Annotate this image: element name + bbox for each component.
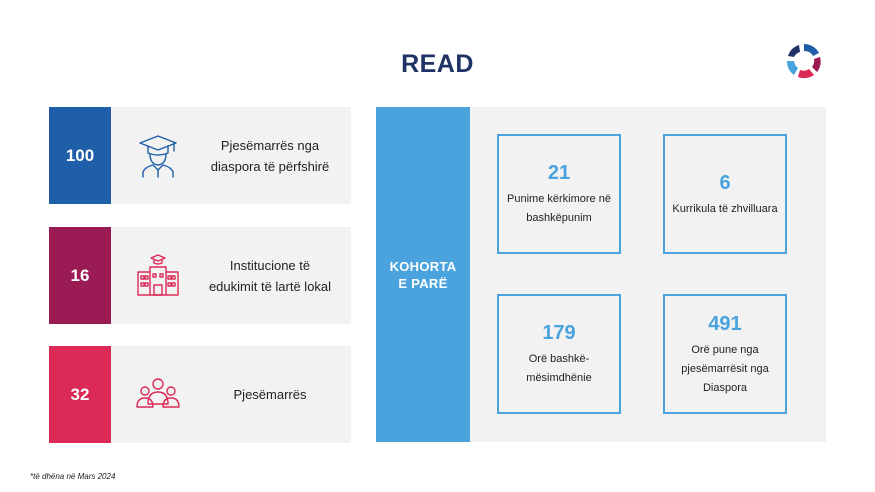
- cohort-bar: KOHORTA E PARË: [376, 107, 470, 442]
- metric-value: 179: [542, 322, 576, 344]
- stat-card-institutions: 16 Institucione të edukimit të lartë lok…: [49, 227, 351, 324]
- metric-box-curricula: 6 Kurrikula të zhvilluara: [663, 134, 787, 254]
- stat-value: 16: [49, 227, 111, 324]
- metric-label: Orë bashkë- mësimdhënie: [526, 353, 592, 384]
- metric-value: 491: [708, 312, 742, 335]
- stat-label: Pjesëmarrës nga diaspora të përfshirë: [210, 137, 330, 174]
- stat-value: 32: [49, 346, 111, 443]
- footnote: *të dhëna në Mars 2024: [30, 472, 116, 481]
- graduate-icon: [139, 135, 177, 178]
- logo-icon: [786, 44, 821, 79]
- metric-label: Punime kërkimore në bashkëpunim: [507, 193, 611, 224]
- metric-value: 6: [719, 171, 731, 194]
- metric-label: Orë pune nga pjesëmarrësit nga Diaspora: [681, 343, 769, 394]
- stat-card-diaspora-participants: 100 Pjesëmarrës nga diaspora të përfshir…: [49, 107, 351, 204]
- metric-box-work-hours: 491 Orë pune nga pjesëmarrësit nga Diasp…: [663, 294, 787, 414]
- cohort-label: KOHORTA E PARË: [389, 258, 457, 291]
- stat-label: Pjesëmarrës: [233, 387, 307, 402]
- metric-box-research-papers: 21 Punime kërkimore në bashkëpunim: [497, 134, 621, 254]
- stat-card-participants: 32 Pjesëmarrës: [49, 346, 351, 443]
- metric-value: 21: [547, 162, 571, 184]
- metric-box-coteaching-hours: 179 Orë bashkë- mësimdhënie: [497, 294, 621, 414]
- university-building-icon: [137, 254, 179, 296]
- stat-value: 100: [49, 107, 111, 204]
- metric-label: Kurrikula të zhvilluara: [672, 202, 778, 215]
- participants-group-icon: [136, 378, 180, 408]
- stat-label: Institucione të edukimit të lartë lokal: [208, 257, 332, 294]
- cohort-panel: KOHORTA E PARË 21 Punime kërkimore në ba…: [376, 107, 826, 442]
- page-title: READ: [401, 50, 474, 78]
